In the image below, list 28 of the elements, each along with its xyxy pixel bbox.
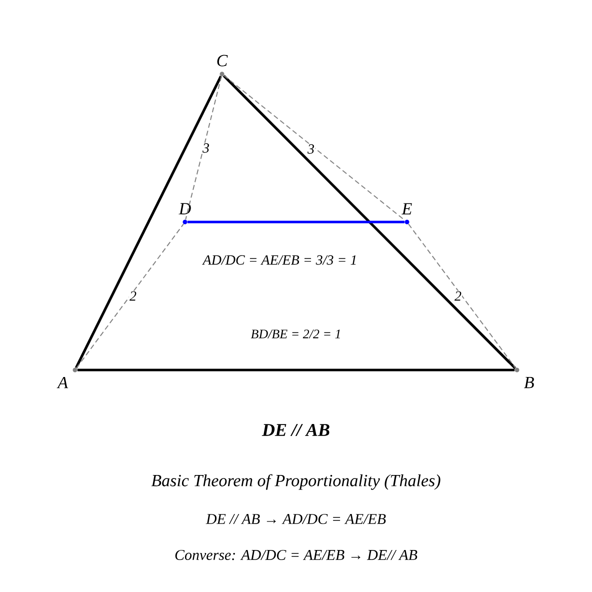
node-label: D <box>178 203 191 214</box>
theorem-title: Basic Theorem of Proportionality (Thales) <box>151 474 440 490</box>
segment <box>187 220 405 224</box>
segment <box>77 368 515 372</box>
point: C <box>217 54 228 76</box>
edge-label: 2 <box>454 290 462 302</box>
dashed-line <box>185 76 222 220</box>
node-label: B <box>524 376 534 388</box>
point: A <box>56 368 78 388</box>
node-label: C <box>217 54 228 66</box>
node-label: A <box>56 376 68 388</box>
edge-label: 2 <box>129 290 137 302</box>
edge-label: 3 <box>202 142 210 154</box>
dashed-line <box>223 75 406 221</box>
dashed-line <box>76 223 184 369</box>
formula-text: BD/BE = 2/2 = 1 <box>250 330 340 338</box>
formula-text: Converse: AD/DC = AE/EB → DE// AB <box>175 550 418 560</box>
point: E <box>402 203 412 224</box>
point: D <box>178 203 191 224</box>
edge-label: 3 <box>307 144 315 154</box>
node-label: E <box>402 203 412 214</box>
formula-text: DE // AB → AD/DC = AE/EB <box>206 514 386 524</box>
segment <box>222 74 516 370</box>
point: B <box>514 368 534 388</box>
dashed-line <box>408 223 516 369</box>
formula-text: AD/DC = AE/EB = 3/3 = 1 <box>202 255 356 265</box>
heading: DE // AB <box>262 424 330 436</box>
segment <box>74 76 222 368</box>
